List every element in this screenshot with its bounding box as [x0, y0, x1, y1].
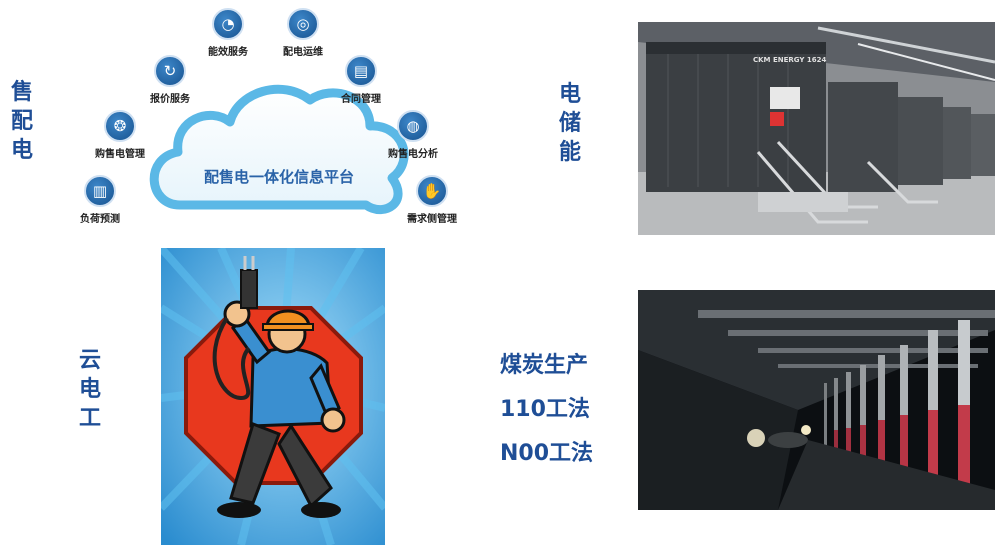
service-quotation: ↻ 报价服务	[130, 55, 210, 105]
label-coal-production: 煤炭生产	[500, 353, 589, 378]
label-sales-distribution: 售配电	[10, 80, 33, 163]
refresh-icon: ↻	[154, 55, 186, 87]
container-marking: CKM ENERGY 1624	[753, 56, 827, 64]
service-load-forecast: ▥ 负荷预测	[60, 175, 140, 225]
lifebuoy-icon: ❂	[104, 110, 136, 142]
storage-containers-illustration	[638, 22, 995, 235]
service-demand-side: ✋ 需求侧管理	[392, 175, 472, 225]
document-icon: ▤	[345, 55, 377, 87]
globe-icon: ◍	[397, 110, 429, 142]
energy-storage-photo: CKM ENERGY 1624	[638, 22, 995, 235]
electrician-poster	[161, 248, 385, 545]
cloud-shape	[149, 84, 409, 214]
service-contract: ▤ 合同管理	[321, 55, 401, 105]
service-trading-management: ❂ 购售电管理	[80, 110, 160, 160]
coal-mine-photo	[638, 290, 995, 510]
electrician-illustration	[161, 248, 385, 545]
label-n00-method: N00工法	[500, 441, 594, 466]
label-energy-storage: 电储能	[558, 82, 581, 165]
label-110-method: 110工法	[500, 397, 590, 422]
handshake-icon: ✋	[416, 175, 448, 207]
service-trading-analysis: ◍ 购售电分析	[373, 110, 453, 160]
service-distribution-ops: ◎ 配电运维	[263, 8, 343, 58]
target-icon: ◎	[287, 8, 319, 40]
label-cloud-electrician: 云电工	[78, 348, 101, 431]
platform-title: 配售电一体化信息平台	[203, 168, 354, 186]
coal-production-labels: 煤炭生产 110工法 N00工法	[500, 344, 593, 476]
mine-tunnel-illustration	[638, 290, 995, 510]
pie-chart-icon: ◔	[212, 8, 244, 40]
service-energy-efficiency: ◔ 能效服务	[188, 8, 268, 58]
platform-diagram: 配售电一体化信息平台 ◔ 能效服务 ◎ 配电运维 ↻ 报价服务 ▤ 合同管理 ❂…	[70, 0, 470, 240]
bar-chart-icon: ▥	[84, 175, 116, 207]
